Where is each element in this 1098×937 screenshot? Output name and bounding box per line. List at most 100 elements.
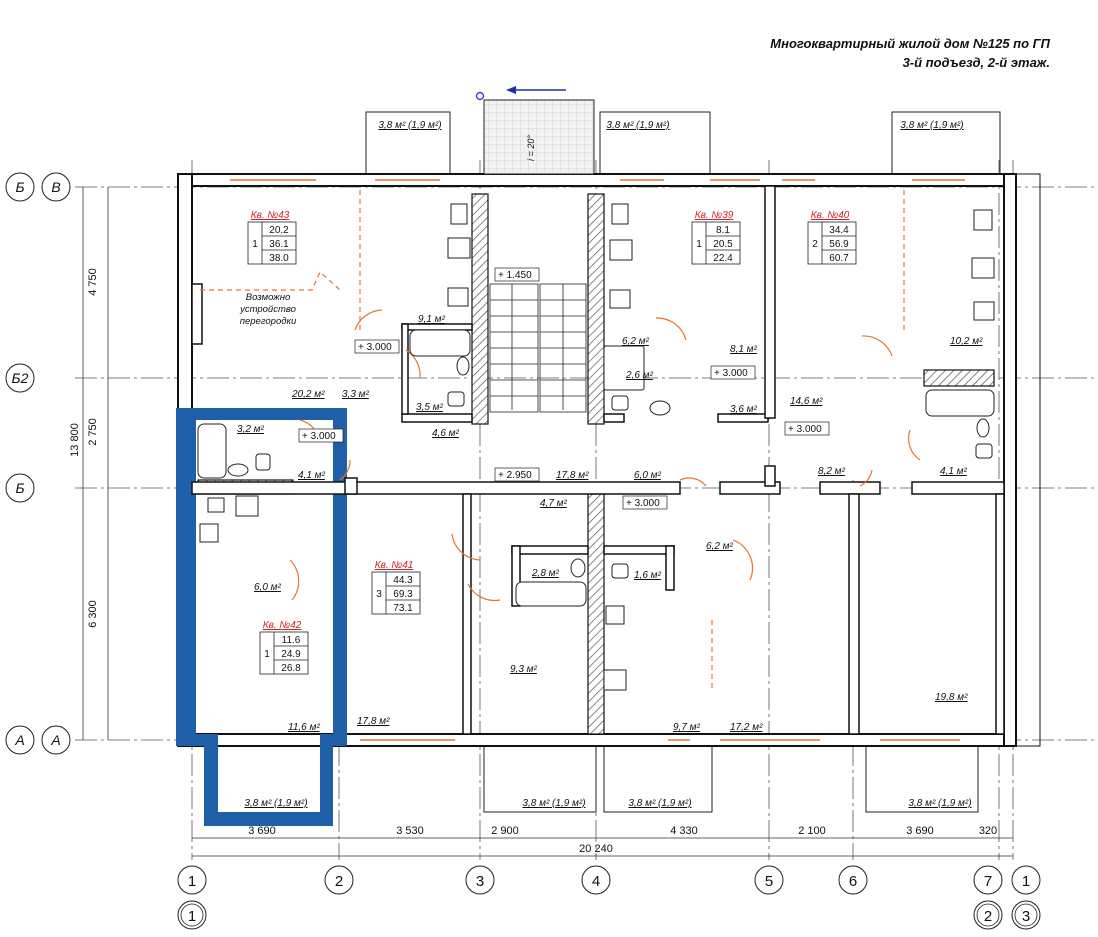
apartment-area: 11.6 — [282, 635, 301, 646]
apartment-area: 38.0 — [269, 253, 289, 264]
axis-bubble-number-2: 2 — [973, 900, 1003, 930]
dim-horizontal: 3 690 — [248, 825, 276, 837]
balcony-area: 3,8 м² (1,9 м²) — [522, 798, 585, 809]
balcony-area: 3,8 м² (1,9 м²) — [628, 798, 691, 809]
dim-total: 20 240 — [579, 843, 613, 855]
dim-horizontal: 320 — [979, 825, 997, 837]
apartment-area: 22.4 — [713, 253, 733, 264]
axis-number: 7 — [984, 873, 992, 890]
dim-horizontal: 2 900 — [491, 825, 519, 837]
axis-number: 1 — [1022, 873, 1030, 890]
room-area: 4,1 м² — [940, 466, 968, 477]
apartment-rooms: 3 — [376, 589, 382, 600]
dim-vertical-total: 13 800 — [69, 423, 81, 457]
axis-bubble-left: А — [5, 725, 35, 755]
room-area: 11,6 м² — [288, 722, 320, 733]
balcony-area: 3,8 м² (1,9 м²) — [900, 120, 963, 131]
axis-letter: А — [50, 732, 60, 748]
room-area: 8,2 м² — [818, 466, 846, 477]
door-swings — [200, 190, 921, 690]
axis-bubble-number-2: 1 — [177, 900, 207, 930]
room-area: 14,6 м² — [790, 396, 823, 407]
apt-42-highlight — [176, 408, 347, 826]
apartment-area: 44.3 — [393, 575, 413, 586]
room-area: 6,0 м² — [634, 470, 662, 481]
room-area: 17,8 м² — [357, 716, 390, 727]
level-value: + 3.000 — [358, 342, 392, 353]
stairs — [489, 283, 587, 413]
grid-axes — [75, 160, 1095, 860]
axis-number: 4 — [592, 873, 600, 890]
room-area: 9,7 м² — [673, 722, 701, 733]
apartment-area: 73.1 — [393, 603, 413, 614]
level-value: + 2.950 — [498, 470, 532, 481]
room-area: 19,8 м² — [935, 692, 968, 703]
axis-letter: Б — [15, 179, 24, 195]
level-mark: + 3.000 — [298, 428, 344, 443]
windows — [230, 179, 965, 741]
room-area: 17,2 м² — [730, 722, 763, 733]
axis-bubble-number: 2 — [324, 865, 354, 895]
slope-label: i = 20° — [526, 135, 536, 161]
balconies — [365, 99, 1001, 813]
room-area: 10,2 м² — [950, 336, 983, 347]
level-value: + 3.000 — [788, 424, 822, 435]
axis-bubble-left: Б — [5, 172, 35, 202]
room-area: 4,6 м² — [432, 428, 460, 439]
plan-title-line2: 3-й подъезд, 2-й этаж. — [902, 55, 1050, 70]
apartment-area: 20.2 — [269, 225, 289, 236]
balcony-area: 3,8 м² (1,9 м²) — [378, 120, 441, 131]
dim-vertical: 4 750 — [87, 268, 99, 296]
interior-walls — [191, 185, 1005, 735]
axis-bubble-number: 1 — [177, 865, 207, 895]
room-area: 20,2 м² — [291, 389, 325, 400]
room-area: 6,2 м² — [706, 541, 734, 552]
room-area: 2,6 м² — [625, 370, 654, 381]
apartment-area: 69.3 — [393, 589, 413, 600]
partition-note: перегородки — [240, 316, 297, 327]
room-area: 8,1 м² — [730, 344, 758, 355]
apartment-rooms: 2 — [812, 239, 818, 250]
axis-bubble-number: 1 — [1011, 865, 1041, 895]
level-mark: + 3.000 — [354, 339, 400, 354]
kitchen-stoves — [199, 203, 995, 691]
room-area: 3,3 м² — [342, 389, 370, 400]
apartment-area: 60.7 — [829, 253, 849, 264]
apartment-area: 36.1 — [269, 239, 289, 250]
apartment-area: 56.9 — [829, 239, 849, 250]
axis-bubble-number: 5 — [754, 865, 784, 895]
apartment-area: 24.9 — [281, 649, 301, 660]
axis-bubble-number: 3 — [465, 865, 495, 895]
balcony-area: 3,8 м² (1,9 м²) — [244, 798, 307, 809]
room-area: 6,0 м² — [254, 582, 282, 593]
axis-number: 1 — [188, 908, 196, 925]
axis-letter: Б2 — [12, 370, 29, 386]
apartment-rooms: 1 — [264, 649, 270, 660]
room-area: 6,2 м² — [622, 336, 650, 347]
dimension-lines — [82, 187, 1013, 857]
room-area: 9,1 м² — [418, 314, 446, 325]
dim-vertical: 6 300 — [87, 600, 99, 628]
level-mark: + 3.000 — [622, 495, 668, 510]
level-value: + 3.000 — [302, 431, 336, 442]
dim-vertical: 2 750 — [87, 418, 99, 446]
axis-bubble-number: 4 — [581, 865, 611, 895]
partition-note: Возможно — [246, 292, 290, 303]
apartment-label: Кв. №39 — [695, 210, 734, 221]
apartment-area: 20.5 — [713, 239, 733, 250]
plan-title-line1: Многоквартирный жилой дом №125 по ГП — [770, 36, 1050, 51]
apartment-label: Кв. №43 — [251, 210, 290, 221]
entrance-arrow — [475, 86, 566, 101]
room-area: 3,2 м² — [237, 424, 265, 435]
level-value: + 1.450 — [498, 270, 532, 281]
level-mark: + 3.000 — [784, 421, 830, 436]
apartment-label: Кв. №40 — [811, 210, 850, 221]
apartment-label: Кв. №42 — [263, 620, 302, 631]
level-value: + 3.000 — [714, 368, 748, 379]
axis-bubble-number-2: 3 — [1011, 900, 1041, 930]
